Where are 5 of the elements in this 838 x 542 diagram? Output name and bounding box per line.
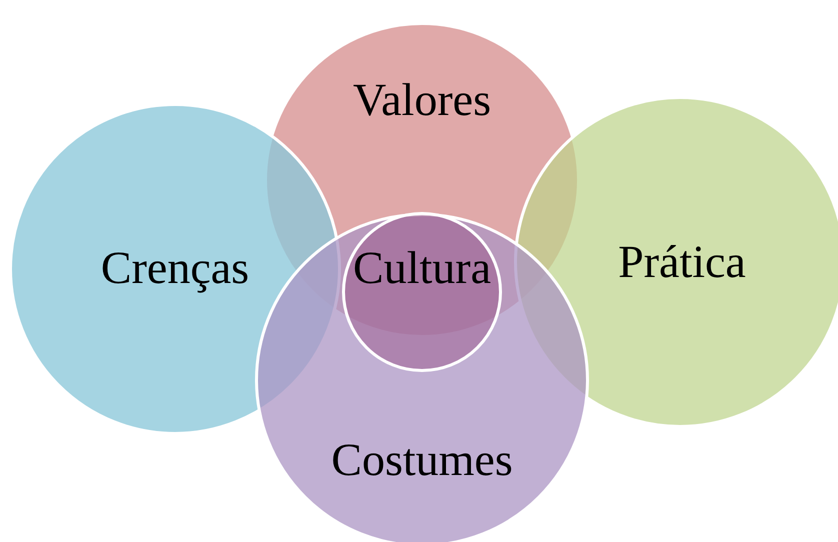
circle-label: Cultura — [353, 245, 491, 291]
circle-label: Crenças — [100, 245, 250, 291]
circle-label: Costumes — [331, 437, 513, 483]
circle-label: Prática — [618, 239, 746, 285]
circle-label: Valores — [353, 77, 491, 123]
